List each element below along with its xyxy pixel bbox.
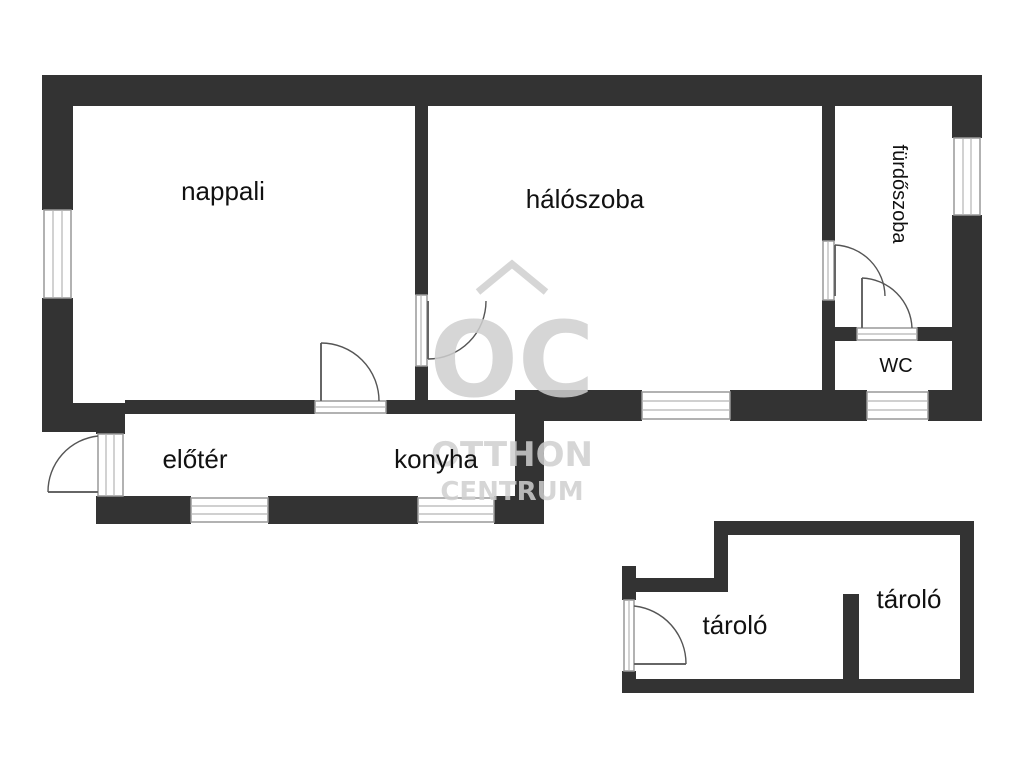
wall-eloter-left	[96, 414, 125, 434]
wall-haloszoba-furdo-upper	[822, 75, 835, 241]
door-haloszoba	[415, 294, 487, 367]
wall-bottom-wc	[928, 390, 982, 421]
label-tarolo-2: tároló	[876, 584, 941, 614]
window-nappali-left	[43, 209, 72, 299]
storage-building	[622, 521, 974, 693]
label-tarolo-1: tároló	[702, 610, 767, 640]
main-house-walls	[42, 75, 982, 432]
wall-nappali-bottom-right	[386, 400, 526, 414]
eloter-konyha-walls	[96, 400, 544, 524]
wall-bottom-haloszoba-2	[730, 390, 867, 421]
door-furdoszoba	[822, 240, 886, 301]
wall-eloter-bottom-2	[268, 496, 418, 524]
window-haloszoba-bottom	[641, 391, 731, 420]
window-konyha-bottom	[417, 497, 495, 523]
door-wc	[856, 277, 918, 341]
window-eloter-bottom	[190, 497, 269, 523]
watermark-roof-icon	[475, 259, 549, 295]
label-furdoszoba: fürdőszoba	[888, 145, 910, 245]
label-nappali: nappali	[181, 176, 265, 206]
wall-nappali-bottom-mid	[125, 400, 315, 414]
wall-konyha-bottom	[494, 496, 544, 524]
watermark-logo: OC	[430, 299, 595, 421]
wall-furdo-wc-left	[822, 327, 857, 341]
windows	[43, 137, 981, 523]
label-wc: WC	[879, 355, 912, 377]
door-storage	[623, 599, 687, 672]
wall-right-upper	[952, 75, 982, 138]
wall-nappali-haloszoba-upper	[415, 75, 428, 295]
watermark-line2: CENTRUM	[440, 477, 583, 507]
watermark-line1: OTTHON	[431, 435, 593, 475]
label-konyha: konyha	[394, 444, 478, 474]
wall-furdo-wc-right	[917, 327, 982, 341]
door-nappali	[314, 342, 387, 414]
label-haloszoba: hálószoba	[526, 184, 645, 214]
wall-right-lower	[952, 215, 982, 421]
room-labels: nappali hálószoba fürdőszoba WC előtér k…	[162, 145, 941, 640]
label-eloter: előtér	[162, 444, 227, 474]
window-wc-bottom	[866, 391, 929, 420]
wall-eloter-bottom-1	[96, 496, 191, 524]
storage-divider-wall	[843, 594, 859, 682]
doors	[47, 240, 918, 497]
wall-top	[42, 75, 982, 106]
wall-left	[42, 75, 73, 210]
watermark-otthon-centrum: OC OTTHON CENTRUM	[430, 259, 595, 507]
window-furdoszoba-right	[953, 137, 981, 216]
door-entrance	[47, 433, 124, 497]
